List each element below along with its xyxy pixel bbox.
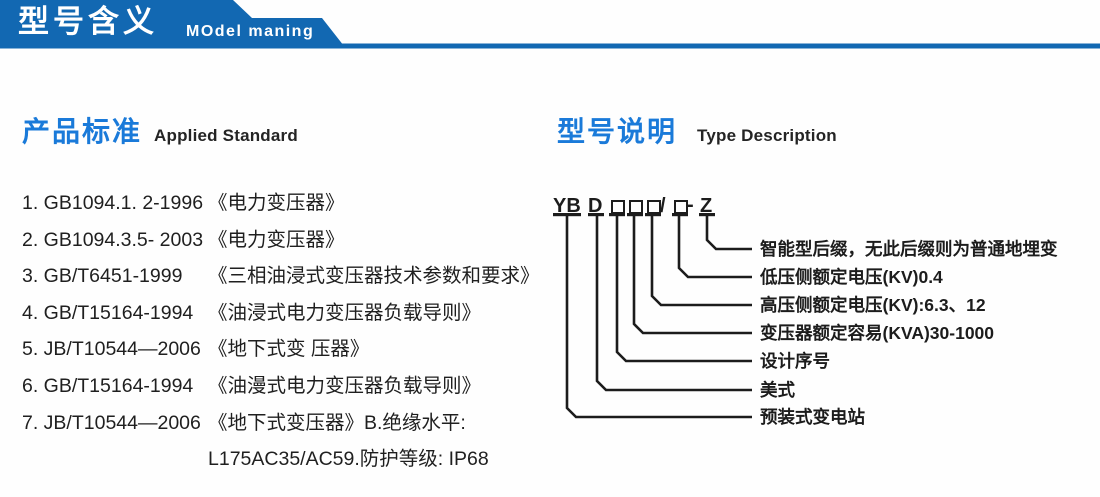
- standard-item-continuation: L175AC35/AC59.防护等级: IP68: [22, 448, 552, 485]
- standard-title-continuation: L175AC35/AC59.防护等级: IP68: [208, 448, 489, 471]
- standard-code: 1. GB1094.1. 2-1996: [22, 192, 204, 214]
- model-code-dash: -: [687, 194, 694, 216]
- standard-title: 《地下式变压器》B.绝缘水平:: [208, 411, 466, 434]
- standard-title: 《电力变压器》: [208, 192, 345, 214]
- code-label-hv-voltage: 高压侧额定电压(KV):6.3、12: [760, 295, 986, 315]
- code-label-prefab-substation: 预装式变电站: [760, 407, 865, 427]
- model-code-slash: /: [660, 195, 666, 217]
- type-description-heading-zh: 型号说明: [557, 116, 678, 147]
- standard-code: 5. JB/T10544—2006: [22, 338, 201, 361]
- model-code-box-1: [611, 200, 625, 214]
- code-label-smart-suffix: 智能型后缀，无此后缀则为普通地埋变: [760, 239, 1058, 259]
- page-title: 型号含义: [18, 4, 158, 39]
- code-label-rated-capacity: 变压器额定容易(KVA)30-1000: [760, 323, 995, 343]
- standard-title: 《地下式变 压器》: [208, 338, 370, 361]
- code-label-design-serial: 设计序号: [760, 351, 830, 371]
- standard-item: 3. GB/T6451-1999 《三相油浸式变压器技术参数和要求》: [22, 265, 552, 302]
- type-description-heading: 型号说明 Type Description: [557, 110, 837, 150]
- standard-title: 《油浸式电力变压器负载导则》: [208, 301, 482, 324]
- model-code-d: D: [588, 195, 603, 217]
- model-code-box-4: [674, 200, 688, 214]
- page-subtitle: MOdel maning: [186, 23, 315, 40]
- standard-code: 3. GB/T6451-1999: [22, 265, 183, 288]
- standard-title: 《三相油浸式变压器技术参数和要求》: [208, 265, 540, 288]
- standard-title: 《电力变压器》: [208, 228, 345, 251]
- model-code-box-3: [647, 200, 661, 214]
- code-label-lv-voltage: 低压侧额定电压(KV)0.4: [760, 267, 943, 287]
- standard-item: 5. JB/T10544—2006 《地下式变 压器》: [22, 338, 552, 375]
- standard-item: 6. GB/T15164-1994 《油漫式电力变压器负载导则》: [22, 375, 552, 412]
- standard-code: 4. GB/T15164-1994: [22, 301, 194, 324]
- header-banner-ribbon: [0, 0, 1100, 49]
- applied-standard-heading: 产品标准 Applied Standard: [22, 110, 298, 150]
- standard-item: 2. GB1094.3.5- 2003 《电力变压器》: [22, 229, 552, 266]
- standard-item: 4. GB/T15164-1994 《油浸式电力变压器负载导则》: [22, 302, 552, 339]
- standard-title: 《油漫式电力变压器负载导则》: [208, 374, 482, 397]
- applied-standard-heading-zh: 产品标准: [22, 116, 143, 147]
- code-label-american-style: 美式: [760, 380, 795, 400]
- applied-standard-heading-en: Applied Standard: [154, 126, 298, 145]
- standard-item: 7. JB/T10544—2006 《地下式变压器》B.绝缘水平:: [22, 412, 552, 449]
- standard-item: 1. GB1094.1. 2-1996 《电力变压器》: [22, 192, 552, 229]
- standard-code: 7. JB/T10544—2006: [22, 411, 201, 434]
- model-code-z: Z: [700, 195, 713, 217]
- standard-code: 2. GB1094.3.5- 2003: [22, 228, 204, 251]
- model-code-box-2: [629, 200, 643, 214]
- model-code-yb: YB: [553, 195, 581, 217]
- standards-list: 1. GB1094.1. 2-1996 《电力变压器》 2. GB1094.3.…: [22, 192, 552, 485]
- standard-code: 6. GB/T15164-1994: [22, 374, 194, 397]
- type-description-heading-en: Type Description: [697, 126, 837, 145]
